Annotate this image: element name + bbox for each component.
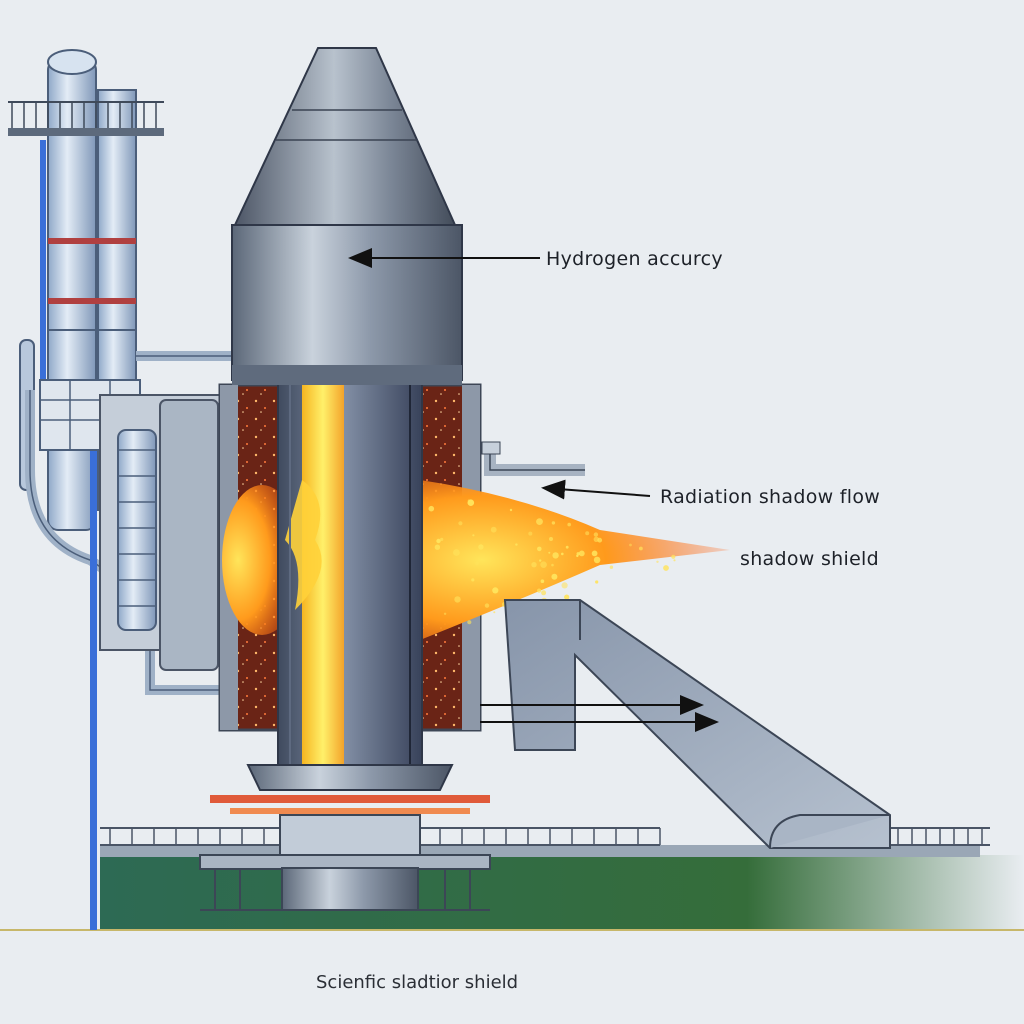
- diagram-caption: Scienfic sladtior shield: [316, 972, 518, 993]
- exhaust-ramp: [503, 599, 891, 849]
- annotation-arrows: [348, 248, 719, 732]
- right-outlet-pipe: [481, 441, 585, 476]
- reactor-core-column: [277, 379, 423, 771]
- label-radiation-flow: Radiation shadow flow: [660, 486, 880, 508]
- containment-dome: [231, 47, 463, 385]
- blue-coolant-pipe: [90, 390, 97, 930]
- radiation-flame-plume: [420, 480, 730, 640]
- left-housing: [99, 394, 221, 671]
- label-hydrogen: Hydrogen accurcy: [546, 248, 723, 270]
- reactor-base: [199, 764, 491, 911]
- label-shadow-shield: shadow shield: [740, 548, 879, 570]
